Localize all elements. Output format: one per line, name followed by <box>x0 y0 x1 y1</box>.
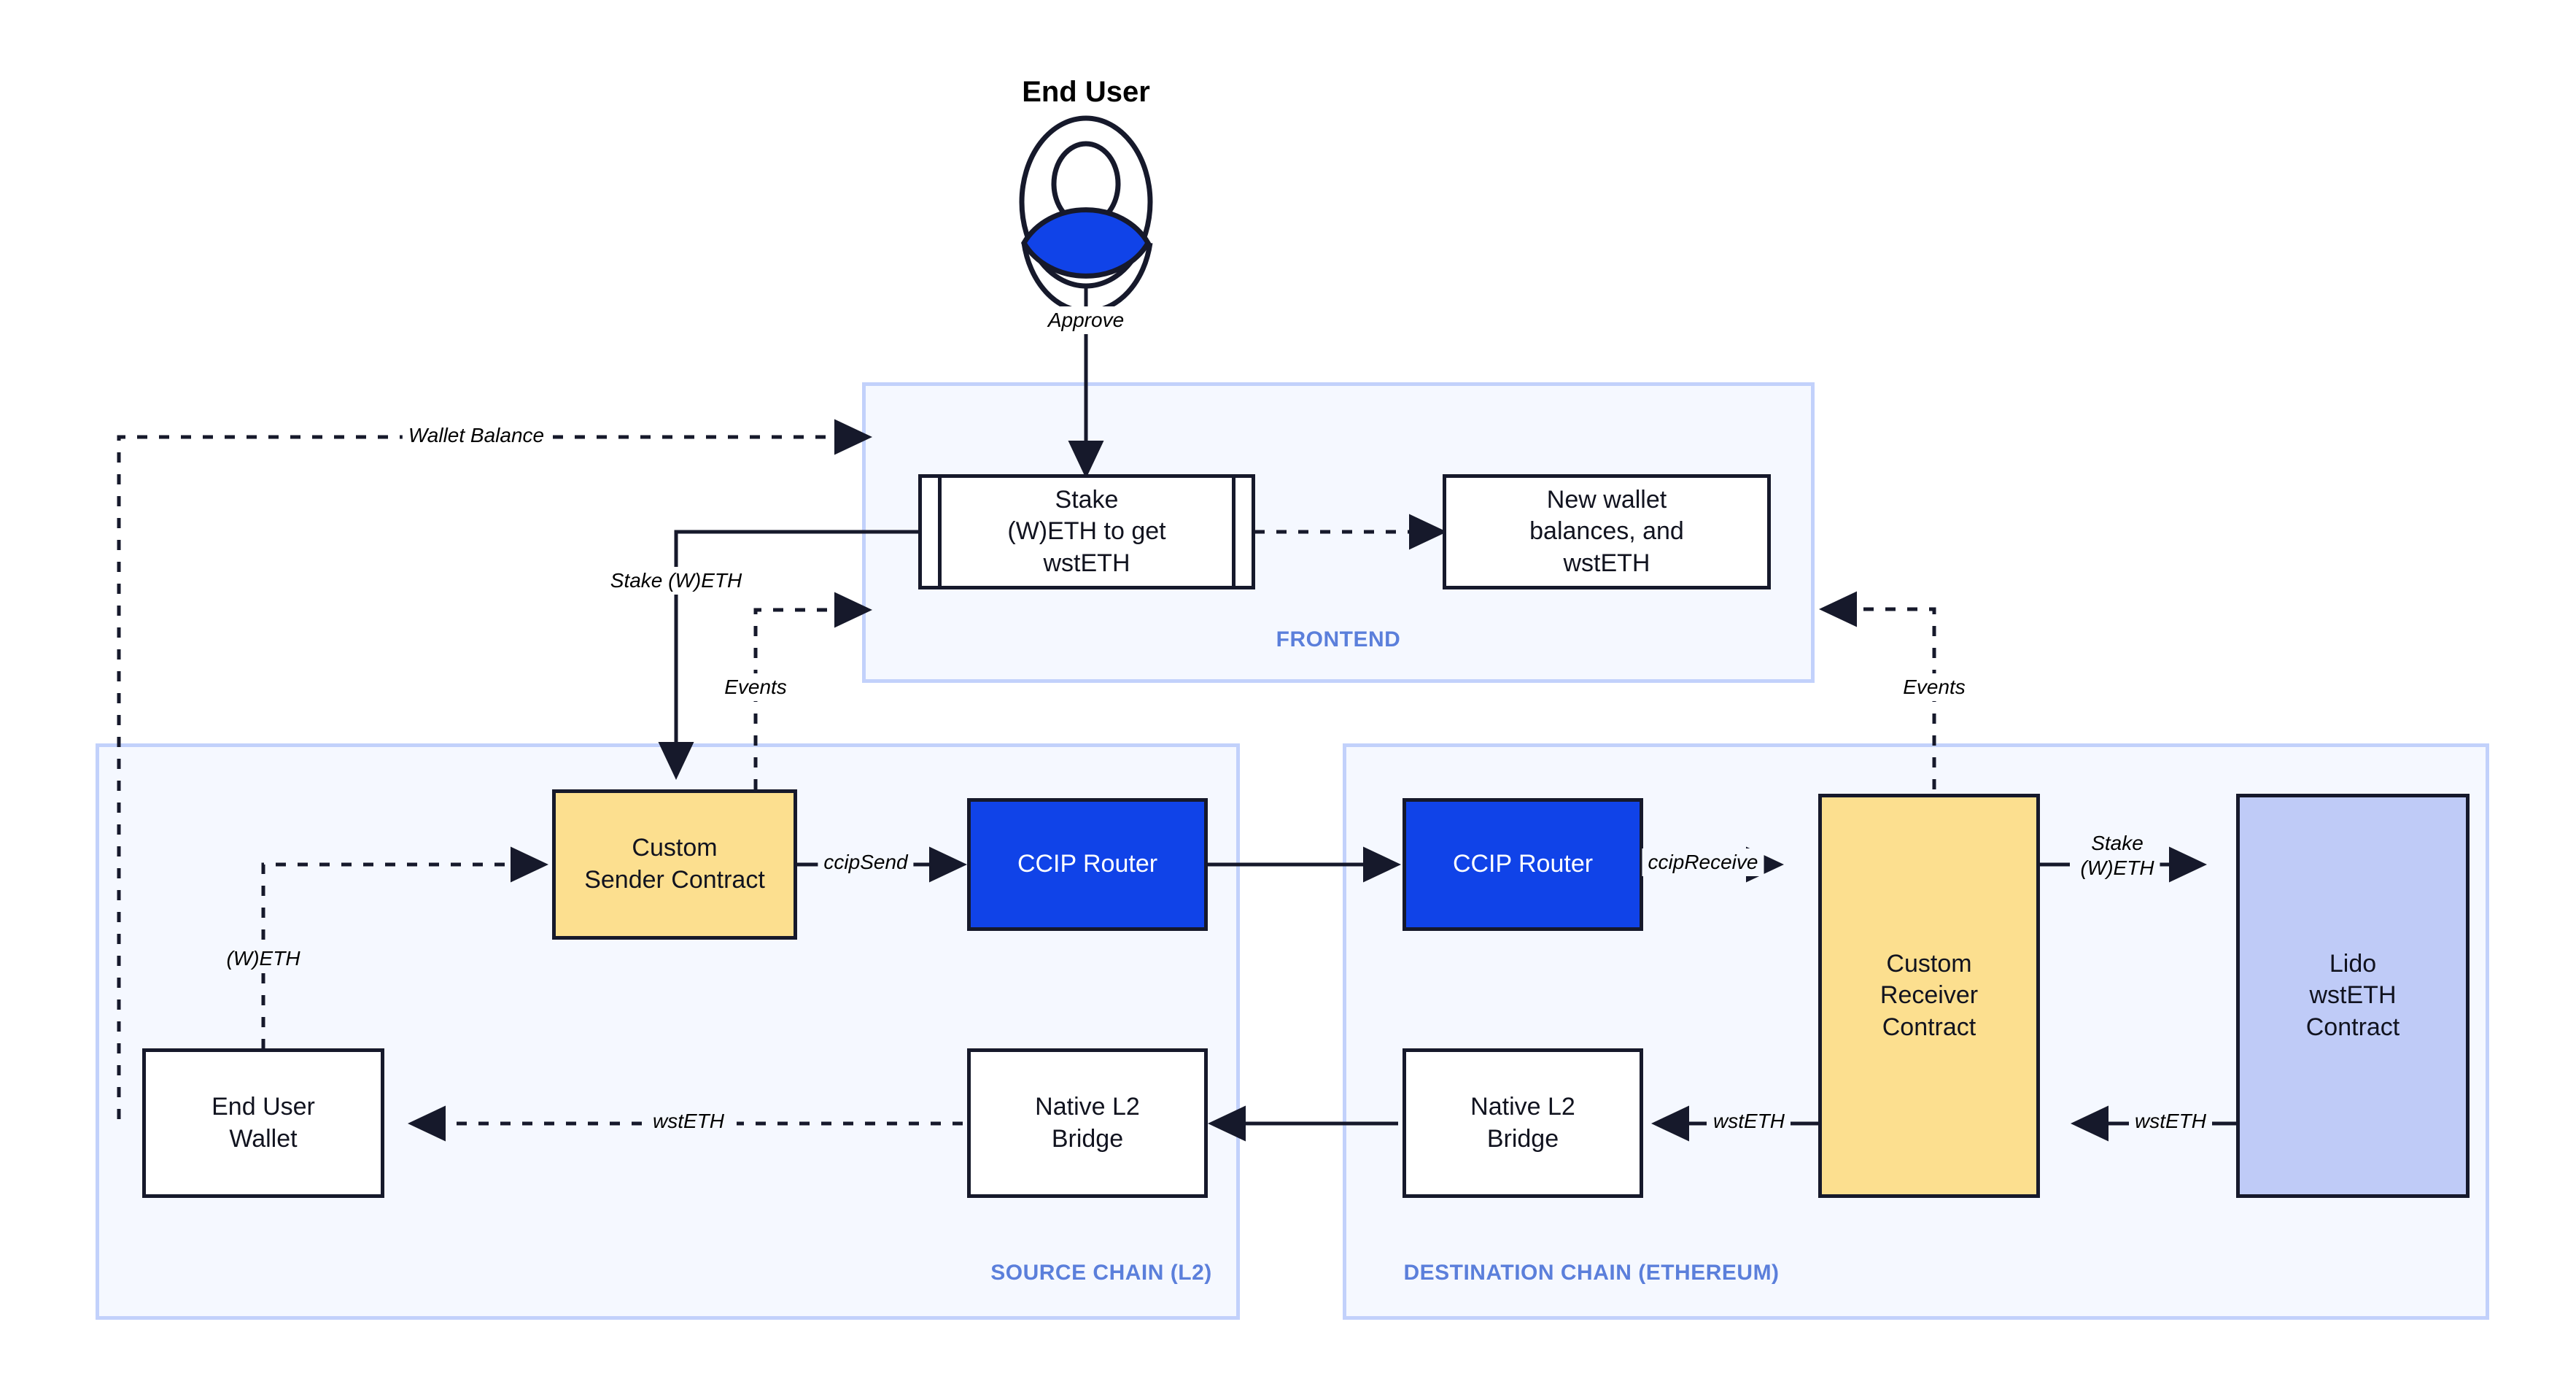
edge-label-events-dest: Events <box>1897 673 1971 701</box>
edge-events-source <box>753 592 873 789</box>
actor-label: End User <box>1022 76 1150 108</box>
edge-label-weth: (W)ETH <box>220 945 306 972</box>
node-new-wallet-balances[interactable]: New wallet balances, and wstETH <box>1443 474 1771 589</box>
edge-label-wsteth-bridge: wstETH <box>1707 1107 1791 1135</box>
edge-label-approve: Approve <box>1041 306 1130 334</box>
node-ccip-router-source[interactable]: CCIP Router <box>967 798 1208 931</box>
edge-label-wsteth-wallet: wstETH <box>647 1107 730 1135</box>
edge-stake-weth <box>658 530 918 781</box>
node-ccip-router-destination[interactable]: CCIP Router <box>1403 798 1643 931</box>
edge-label-ccipreceive: ccipReceive <box>1642 848 1764 876</box>
node-native-l2-bridge-destination[interactable]: Native L2 Bridge <box>1403 1048 1643 1198</box>
edge-label-stake-weth-dest: Stake (W)ETH <box>2074 829 2160 882</box>
node-end-user-wallet[interactable]: End User Wallet <box>142 1048 384 1198</box>
node-lido-wsteth-contract[interactable]: Lido wstETH Contract <box>2236 794 2470 1198</box>
user-avatar-icon <box>1019 115 1153 314</box>
node-native-l2-bridge-source[interactable]: Native L2 Bridge <box>967 1048 1208 1198</box>
edge-label-stake-weth: Stake (W)ETH <box>604 567 748 595</box>
node-custom-sender-contract[interactable]: Custom Sender Contract <box>552 789 797 940</box>
edge-events-dest <box>1818 591 1936 789</box>
edge-wallet-balance <box>117 419 873 1119</box>
group-label-source-chain: SOURCE CHAIN (L2) <box>990 1261 1212 1285</box>
node-stake-action[interactable]: Stake (W)ETH to get wstETH <box>918 474 1255 589</box>
node-custom-receiver-contract[interactable]: Custom Receiver Contract <box>1818 794 2040 1198</box>
edge-weth <box>261 846 549 1049</box>
edge-label-events-source: Events <box>718 673 793 701</box>
edge-label-ccipsend: ccipSend <box>818 848 914 876</box>
edge-label-wsteth-lido: wstETH <box>2129 1107 2212 1135</box>
group-label-destination-chain: DESTINATION CHAIN (ETHEREUM) <box>1403 1261 1780 1285</box>
group-label-frontend: FRONTEND <box>1276 627 1401 651</box>
edge-label-wallet-balance: Wallet Balance <box>402 422 551 449</box>
